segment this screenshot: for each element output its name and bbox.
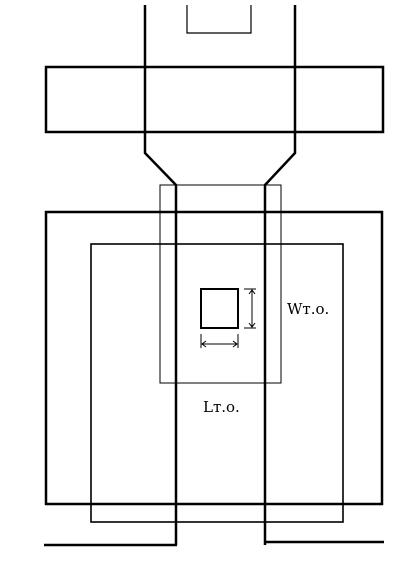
middle-window (159, 184, 282, 384)
top-contact-rect (186, 5, 252, 34)
width-dimension-arrow (244, 288, 256, 329)
length-label: Lт.о. (203, 398, 240, 416)
contact-square (200, 288, 239, 329)
left-conductor (143, 5, 178, 545)
length-dimension-arrow (200, 334, 239, 348)
width-label: Wт.о. (287, 300, 330, 318)
inner-frame (90, 243, 344, 523)
gate-bar (44, 65, 385, 134)
right-conductor (263, 5, 297, 545)
outer-frame (44, 210, 384, 506)
